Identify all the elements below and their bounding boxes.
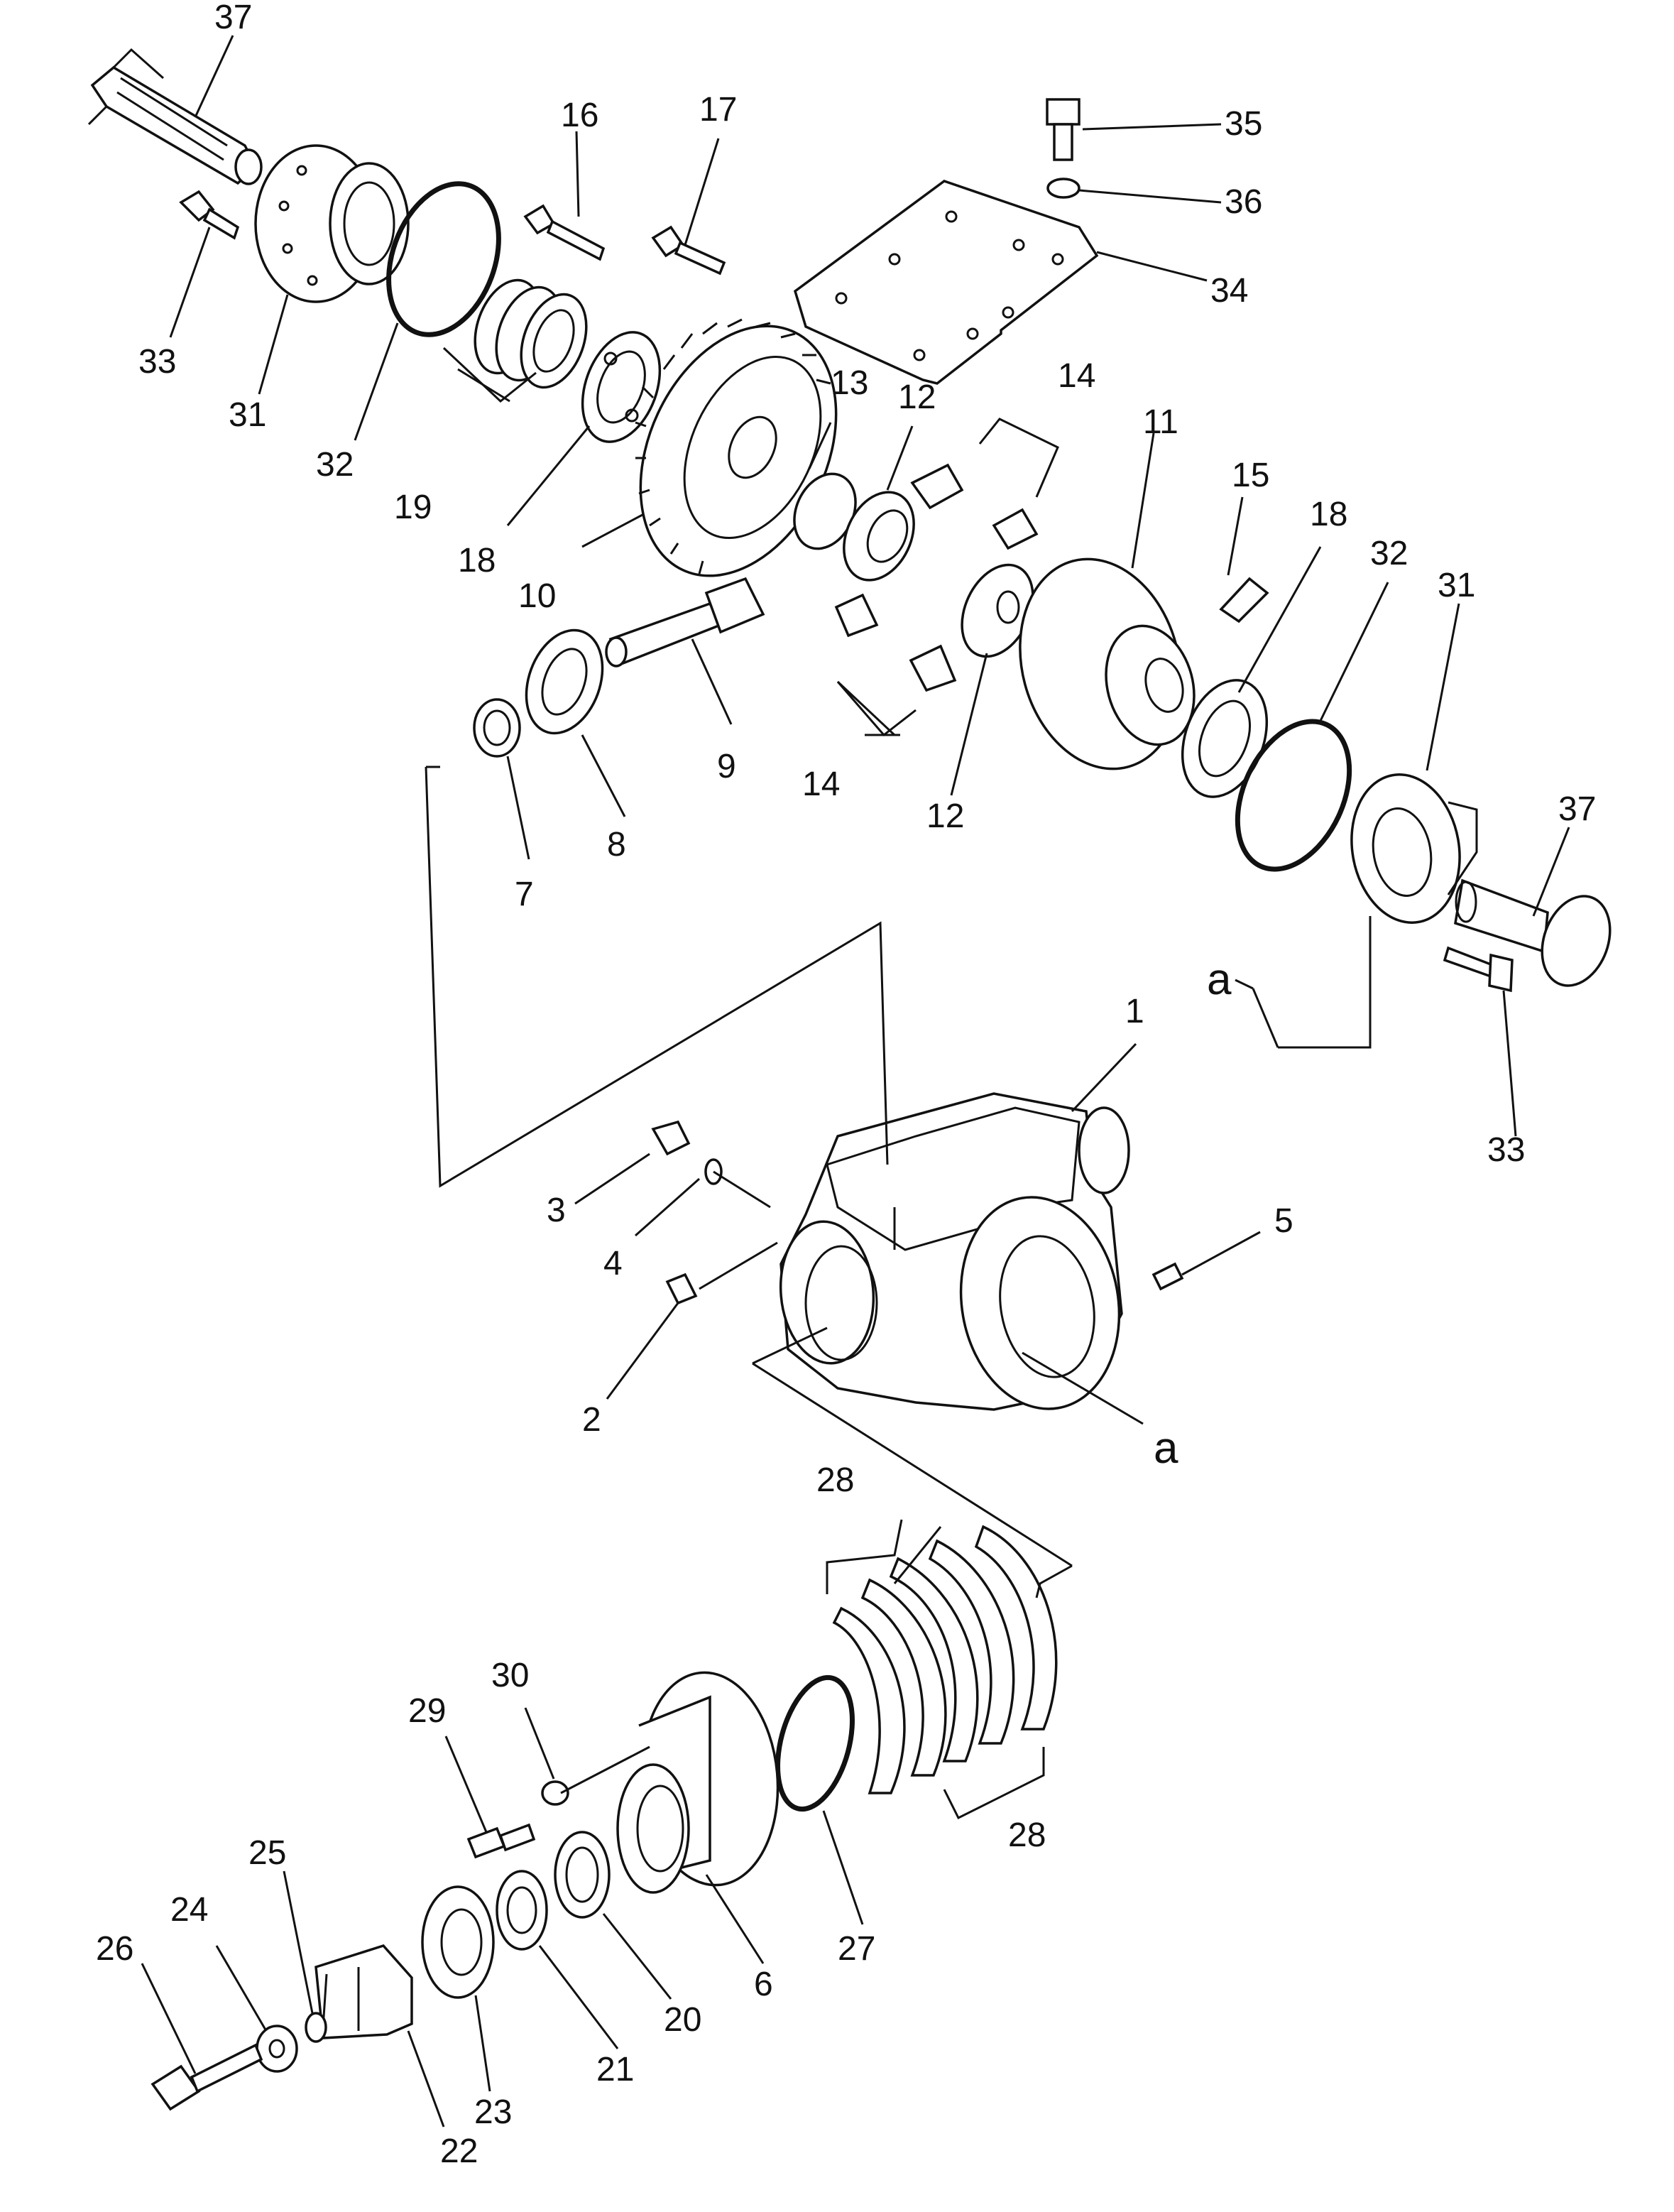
label-6: 6 [754, 1966, 773, 2003]
label-21: 21 [596, 2051, 634, 2088]
shim-set-28-part [832, 1525, 1058, 1794]
oil-seal-21-part [496, 1870, 548, 1951]
bolt-17-part [651, 225, 726, 276]
label-31-left: 31 [229, 396, 266, 434]
label-20: 20 [664, 2001, 701, 2039]
bolt-16-part [523, 204, 606, 261]
label-30: 30 [491, 1657, 529, 1694]
leader-lines [141, 35, 1570, 2127]
label-16: 16 [561, 97, 598, 134]
o-ring-32-right-part [1235, 719, 1352, 872]
washer-24-part [256, 2025, 298, 2073]
label-28-lower: 28 [1008, 1816, 1046, 1854]
label-12-lower: 12 [926, 797, 964, 835]
pinion-gear-14-d-part [909, 644, 957, 692]
label-33-right: 33 [1487, 1131, 1525, 1169]
label-7: 7 [515, 876, 534, 913]
bolt-26-part [151, 2043, 263, 2111]
label-18-right: 18 [1310, 496, 1347, 533]
label-10: 10 [518, 577, 556, 615]
dowel-pin-5-part [1151, 1262, 1184, 1291]
label-27: 27 [838, 1930, 875, 1968]
label-32-left: 32 [316, 446, 354, 484]
differential-case-11-part [1019, 557, 1196, 770]
shim-set-19-part [474, 278, 588, 389]
bolt-29-part [466, 1823, 536, 1859]
washer-30-part [541, 1780, 569, 1806]
label-a-lower: a [1154, 1424, 1178, 1473]
bearing-18-left-part [581, 331, 662, 443]
label-37-left: 37 [214, 0, 252, 36]
label-18-left: 18 [458, 542, 496, 579]
flange-right-part [1350, 773, 1478, 924]
side-gear-12-upper-part [843, 491, 915, 582]
label-24: 24 [170, 1891, 208, 1929]
dust-seal-23-part [421, 1885, 495, 1999]
bolt-33-right-part [1443, 946, 1514, 993]
bearing-cage-6-part [616, 1671, 779, 1894]
axle-shaft-right-part [1454, 878, 1612, 987]
label-17: 17 [699, 91, 737, 129]
washer-36-part [1046, 178, 1081, 199]
label-14-upper: 14 [1058, 357, 1095, 395]
label-3: 3 [547, 1192, 566, 1229]
label-5: 5 [1274, 1202, 1293, 1240]
label-2: 2 [582, 1401, 601, 1439]
o-ring-25-part [305, 2012, 327, 2043]
callout-labels: 37 16 17 35 36 34 33 31 32 19 18 10 13 1… [96, 0, 1596, 2170]
plug-2-part [665, 1273, 698, 1305]
label-22: 22 [440, 2132, 478, 2170]
bolt-35-part [1046, 98, 1081, 161]
pin-15-part [1219, 577, 1269, 623]
pinion-gear-14-c-part [834, 593, 879, 638]
axle-shaft-left-part [87, 48, 263, 185]
label-9: 9 [717, 748, 736, 785]
label-32-right: 32 [1370, 535, 1408, 572]
cover-plate-34-part [793, 180, 1099, 385]
label-1: 1 [1125, 993, 1144, 1030]
bushing-7-part [473, 698, 521, 758]
label-4: 4 [603, 1245, 623, 1282]
label-36: 36 [1225, 183, 1262, 221]
label-26: 26 [96, 1930, 133, 1968]
flange-left-part [254, 144, 410, 303]
label-34: 34 [1210, 272, 1248, 310]
label-31-right: 31 [1438, 567, 1475, 604]
label-29: 29 [408, 1692, 446, 1730]
label-33-left: 33 [138, 343, 176, 381]
label-23: 23 [474, 2093, 512, 2131]
pinion-gear-14-b-part [992, 508, 1039, 550]
label-8: 8 [607, 826, 626, 863]
pinion-gear-14-a-part [910, 463, 964, 510]
label-a-upper: a [1207, 955, 1232, 1004]
label-37-right: 37 [1558, 790, 1596, 828]
housing-1-part [779, 1092, 1130, 1411]
plug-3-part [651, 1120, 691, 1156]
o-ring-32-left-part [386, 181, 501, 337]
label-12-upper: 12 [898, 378, 936, 416]
bolt-33-left-part [179, 190, 240, 240]
bearing-8-part [525, 628, 604, 735]
bearing-20-part [554, 1831, 611, 1919]
o-ring-27-part [775, 1674, 855, 1812]
label-19: 19 [394, 489, 432, 526]
label-13: 13 [831, 364, 868, 402]
label-28-upper: 28 [816, 1461, 854, 1499]
label-11: 11 [1143, 403, 1178, 441]
coupling-22-part [314, 1944, 413, 2039]
cover-holes [835, 210, 1064, 361]
label-35: 35 [1225, 105, 1262, 143]
label-14-lower: 14 [802, 766, 840, 803]
label-15: 15 [1232, 457, 1269, 494]
pinion-shaft-9-part [605, 577, 765, 668]
label-25: 25 [248, 1834, 286, 1872]
